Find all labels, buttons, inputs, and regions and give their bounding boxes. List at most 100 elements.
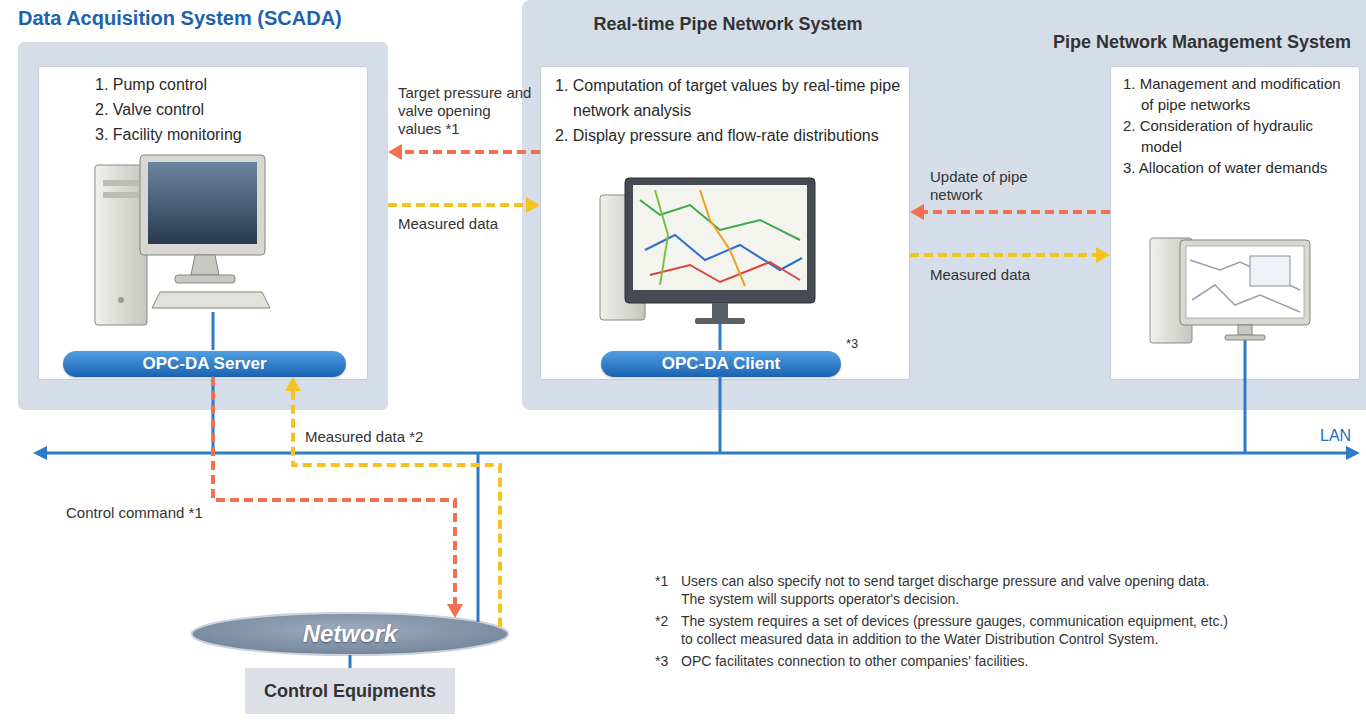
wire	[212, 312, 215, 350]
wire	[719, 376, 722, 453]
connector-line	[388, 203, 530, 207]
lan-line	[45, 452, 1348, 455]
computer-icon	[600, 178, 815, 324]
footnote-row: *2The system requires a set of devices (…	[655, 612, 1235, 648]
connector-line	[293, 387, 500, 627]
map-pipe	[645, 235, 802, 270]
map-pipe	[640, 200, 800, 240]
edge-label: Control command *1	[66, 504, 211, 522]
opc-server-pill: OPC-DA Server	[63, 351, 346, 377]
flow-arrow	[910, 204, 1110, 220]
network-label: LAN	[1320, 427, 1351, 445]
shape-label: Network	[303, 612, 398, 656]
function-box: 1. Pump control2. Valve control3. Facili…	[38, 66, 368, 380]
footnote-mark: *3	[655, 652, 681, 670]
footnotes: *1Users can also specify not to send tar…	[655, 572, 1235, 674]
wire	[719, 324, 722, 350]
flow-arrow	[213, 377, 463, 618]
monitor-base	[1225, 335, 1265, 340]
box-label: Control Equipments	[264, 668, 436, 714]
monitor-base	[175, 275, 235, 283]
footnote-mark: *1	[655, 572, 681, 608]
arrow-head	[388, 144, 402, 160]
list-item: 1. Management and modification of pipe n…	[1123, 73, 1351, 115]
flow-arrow	[350, 655, 351, 668]
lan-wires	[213, 312, 1245, 622]
flow-arrow	[388, 144, 540, 160]
edge-label: Measured data	[398, 215, 536, 233]
footnote-row: *3OPC facilitates connection to other co…	[655, 652, 1235, 670]
dialog	[1250, 256, 1290, 286]
connector-line	[349, 655, 352, 668]
function-box: Real-time Pipe Network System1. Computat…	[540, 66, 910, 380]
drive-slot	[103, 180, 139, 186]
ellipse-outline	[192, 613, 509, 655]
list-item: 1. Pump control	[95, 72, 357, 97]
map-pipe	[650, 262, 800, 282]
connector-line	[910, 253, 1100, 257]
monitor	[140, 155, 265, 255]
wire	[1244, 340, 1247, 453]
list-item: 3. Facility monitoring	[95, 122, 357, 147]
function-box: Pipe Network Management System1. Managem…	[1110, 66, 1360, 380]
footnote-text: OPC facilitates connection to other comp…	[681, 652, 1235, 670]
edge-label: Measured data	[930, 266, 1090, 284]
map-pipe	[700, 190, 745, 286]
computer-icon	[1150, 238, 1310, 343]
monitor	[625, 178, 815, 303]
list-item: 2. Valve control	[95, 97, 357, 122]
arrow-head	[910, 204, 924, 220]
flow-arrow	[910, 247, 1110, 263]
connector-line	[213, 377, 455, 608]
opc-client-pill: OPC-DA Client	[601, 351, 841, 377]
map-line	[1192, 285, 1300, 312]
pill-label: OPC-DA Server	[142, 351, 266, 377]
list-item: 3. Allocation of water demands	[1123, 157, 1351, 178]
power-button	[118, 297, 124, 303]
keyboard	[152, 292, 270, 308]
pc-tower	[1150, 238, 1192, 343]
lan-end	[33, 446, 47, 460]
computer-icon	[95, 155, 270, 325]
arrow-head	[285, 377, 301, 391]
screen	[633, 185, 807, 290]
flow-arrow	[388, 197, 540, 213]
pc-tower	[95, 165, 147, 325]
monitor	[1180, 240, 1310, 325]
footnote-row: *1Users can also specify not to send tar…	[655, 572, 1235, 608]
map-pipe	[655, 190, 668, 285]
arrow-head	[526, 197, 540, 213]
equipment-box: Control Equipments	[245, 668, 455, 714]
lan-end	[1346, 446, 1360, 460]
arrow-head	[1096, 247, 1110, 263]
edge-label: Measured data *2	[305, 428, 465, 446]
lan-bus	[33, 446, 1360, 460]
network-ellipse: Network	[190, 612, 510, 656]
list-item: 2. Display pressure and flow-rate distri…	[555, 123, 901, 148]
edge-label: Target pressure and valve opening values…	[398, 84, 536, 138]
box-heading: Real-time Pipe Network System	[555, 13, 901, 35]
wire	[477, 453, 480, 622]
edge-label: Update of pipe network	[930, 168, 1042, 204]
pc-tower	[600, 195, 645, 320]
map-line	[1190, 260, 1300, 290]
box-heading: Pipe Network Management System	[1013, 31, 1351, 53]
list-item: 2. Consideration of hydraulic model	[1123, 115, 1351, 157]
monitor-stand	[712, 303, 728, 318]
system-panel: Data Acquisition System (SCADA)1. Pump c…	[18, 42, 388, 410]
flow-arrow	[285, 377, 500, 627]
list-item: 1. Computation of target values by real-…	[555, 73, 901, 123]
arrow-head	[447, 604, 463, 618]
footnote-text: The system requires a set of devices (pr…	[681, 612, 1235, 648]
connector-line	[398, 150, 540, 154]
wire	[212, 376, 215, 453]
footnote-text: Users can also specify not to send targe…	[681, 572, 1235, 608]
screen	[1186, 246, 1304, 318]
monitor-stand	[191, 255, 219, 275]
footnote-mark: *2	[655, 612, 681, 648]
monitor-stand	[1238, 325, 1252, 335]
pill-label: OPC-DA Client	[662, 351, 780, 377]
screen	[148, 162, 257, 244]
